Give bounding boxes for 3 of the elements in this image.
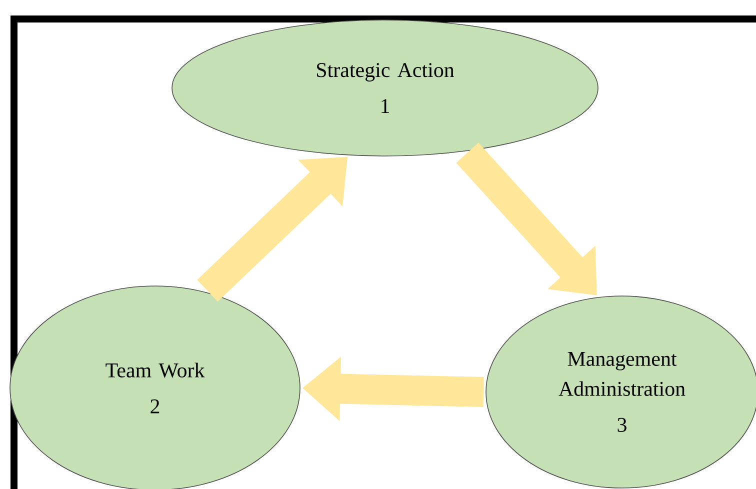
- ellipse-node: Management Administration 3: [486, 296, 756, 488]
- ellipse-node: Strategic Action 1: [172, 20, 598, 156]
- ellipse-node: Team Work 2: [10, 286, 300, 489]
